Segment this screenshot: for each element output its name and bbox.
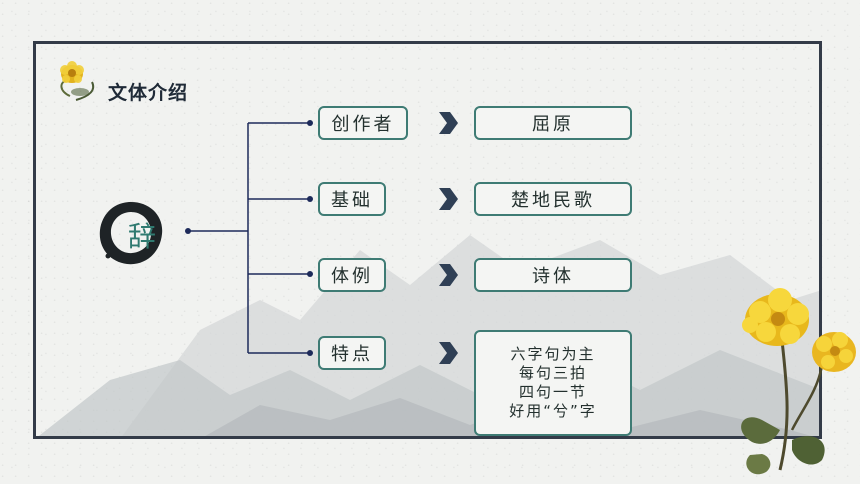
feature-line: 六字句为主: [510, 345, 596, 363]
chevron-right-icon: [439, 264, 458, 286]
branch-value-author: 屈原: [474, 106, 632, 140]
root-label: 辞: [128, 220, 157, 253]
content-frame: [33, 41, 822, 439]
branch-key-author: 创作者: [318, 106, 408, 140]
chevron-right-icon: [439, 112, 458, 134]
chevron-right-icon: [439, 342, 458, 364]
branch-key-foundation: 基础: [318, 182, 386, 216]
branch-key-form: 体例: [318, 258, 386, 292]
feature-line: 好用“兮”字: [509, 402, 597, 420]
section-title: 文体介绍: [108, 82, 189, 104]
branch-value-features: 六字句为主 每句三拍 四句一节 好用“兮”字: [474, 330, 632, 436]
chrysanthemum-flower-image: [741, 288, 856, 475]
chevron-right-icon: [439, 188, 458, 210]
branch-value-foundation: 楚地民歌: [474, 182, 632, 216]
feature-line: 四句一节: [518, 383, 587, 401]
feature-line: 每句三拍: [518, 364, 587, 382]
branch-value-form: 诗体: [474, 258, 632, 292]
ink-circle-icon: [99, 202, 163, 265]
branch-key-features: 特点: [318, 336, 386, 370]
chrysanthemum-icon: [60, 61, 95, 101]
